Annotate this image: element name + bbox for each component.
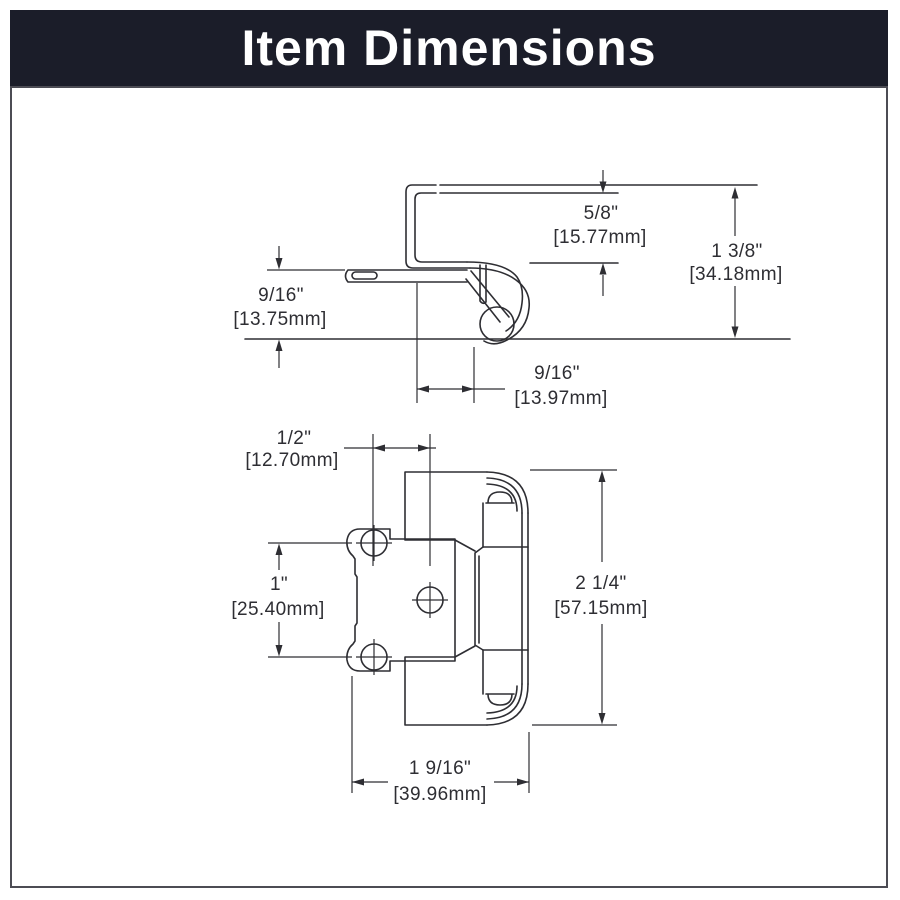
dim-overlay-mm: [12.70mm] bbox=[245, 450, 338, 471]
hinge-roller bbox=[479, 306, 515, 342]
diagram-panel bbox=[10, 86, 888, 888]
dim-pivot-offset-mm: [13.97mm] bbox=[514, 388, 607, 409]
dim-overlay-depth-mm: [15.77mm] bbox=[553, 227, 646, 248]
screw-slot bbox=[351, 271, 378, 280]
center-adjustment-hole bbox=[412, 582, 448, 618]
dim-overlay-depth: 5/8" [15.77mm] bbox=[553, 170, 646, 296]
pin-cap-top bbox=[485, 491, 515, 504]
door-flange-bottom bbox=[404, 645, 529, 726]
dim-overall-height-inch: 2 1/4" bbox=[575, 573, 626, 594]
screw-hole-top bbox=[356, 525, 392, 561]
dim-screw-spacing-mm: [25.40mm] bbox=[231, 599, 324, 620]
page-title: Item Dimensions bbox=[241, 20, 657, 76]
dim-overall-depth-mm: [34.18mm] bbox=[689, 264, 782, 285]
door-wing-profile bbox=[405, 184, 471, 269]
door-flange-top bbox=[404, 471, 529, 552]
pin-cap-bottom bbox=[485, 693, 515, 706]
dim-frame-wing-rise-mm: [13.75mm] bbox=[233, 309, 326, 330]
middle-knuckle bbox=[474, 546, 484, 651]
hinge-barrel bbox=[474, 491, 529, 706]
side-view-drawing: 5/8" [15.77mm] 1 3/8" [34.18mm] 9/16" [1… bbox=[233, 170, 791, 409]
dim-screw-spacing-inch: 1" bbox=[270, 574, 288, 595]
dim-pivot-offset: 9/16" [13.97mm] bbox=[416, 283, 607, 409]
spring-cam-lines bbox=[465, 270, 510, 323]
hinge-curl bbox=[465, 261, 531, 345]
dim-frame-wing-rise: 9/16" [13.75mm] bbox=[233, 246, 345, 368]
dim-pivot-offset-inch: 9/16" bbox=[534, 363, 580, 384]
dim-overlay: 1/2" [12.70mm] bbox=[245, 428, 436, 566]
front-view-drawing: 1/2" [12.70mm] 1" [25.40mm] 2 1/4" [57.1… bbox=[231, 428, 647, 805]
page-header: Item Dimensions bbox=[10, 10, 888, 86]
dim-overall-height-mm: [57.15mm] bbox=[554, 598, 647, 619]
dim-overall-depth: 1 3/8" [34.18mm] bbox=[689, 187, 782, 338]
dim-frame-wing-rise-inch: 9/16" bbox=[258, 285, 304, 306]
dim-overall-depth-inch: 1 3/8" bbox=[711, 241, 762, 262]
dim-overlay-inch: 1/2" bbox=[277, 428, 312, 449]
dim-overlay-depth-inch: 5/8" bbox=[584, 203, 619, 224]
dim-overall-width-mm: [39.96mm] bbox=[393, 784, 486, 805]
frame-wing-flange bbox=[344, 269, 468, 283]
dim-overall-width-inch: 1 9/16" bbox=[409, 758, 471, 779]
screw-hole-bottom bbox=[356, 639, 392, 675]
mounting-plate bbox=[346, 528, 456, 672]
dim-screw-spacing: 1" [25.40mm] bbox=[231, 542, 352, 658]
dim-overall-height: 2 1/4" [57.15mm] bbox=[530, 469, 647, 726]
dim-overall-width: 1 9/16" [39.96mm] bbox=[351, 676, 530, 805]
